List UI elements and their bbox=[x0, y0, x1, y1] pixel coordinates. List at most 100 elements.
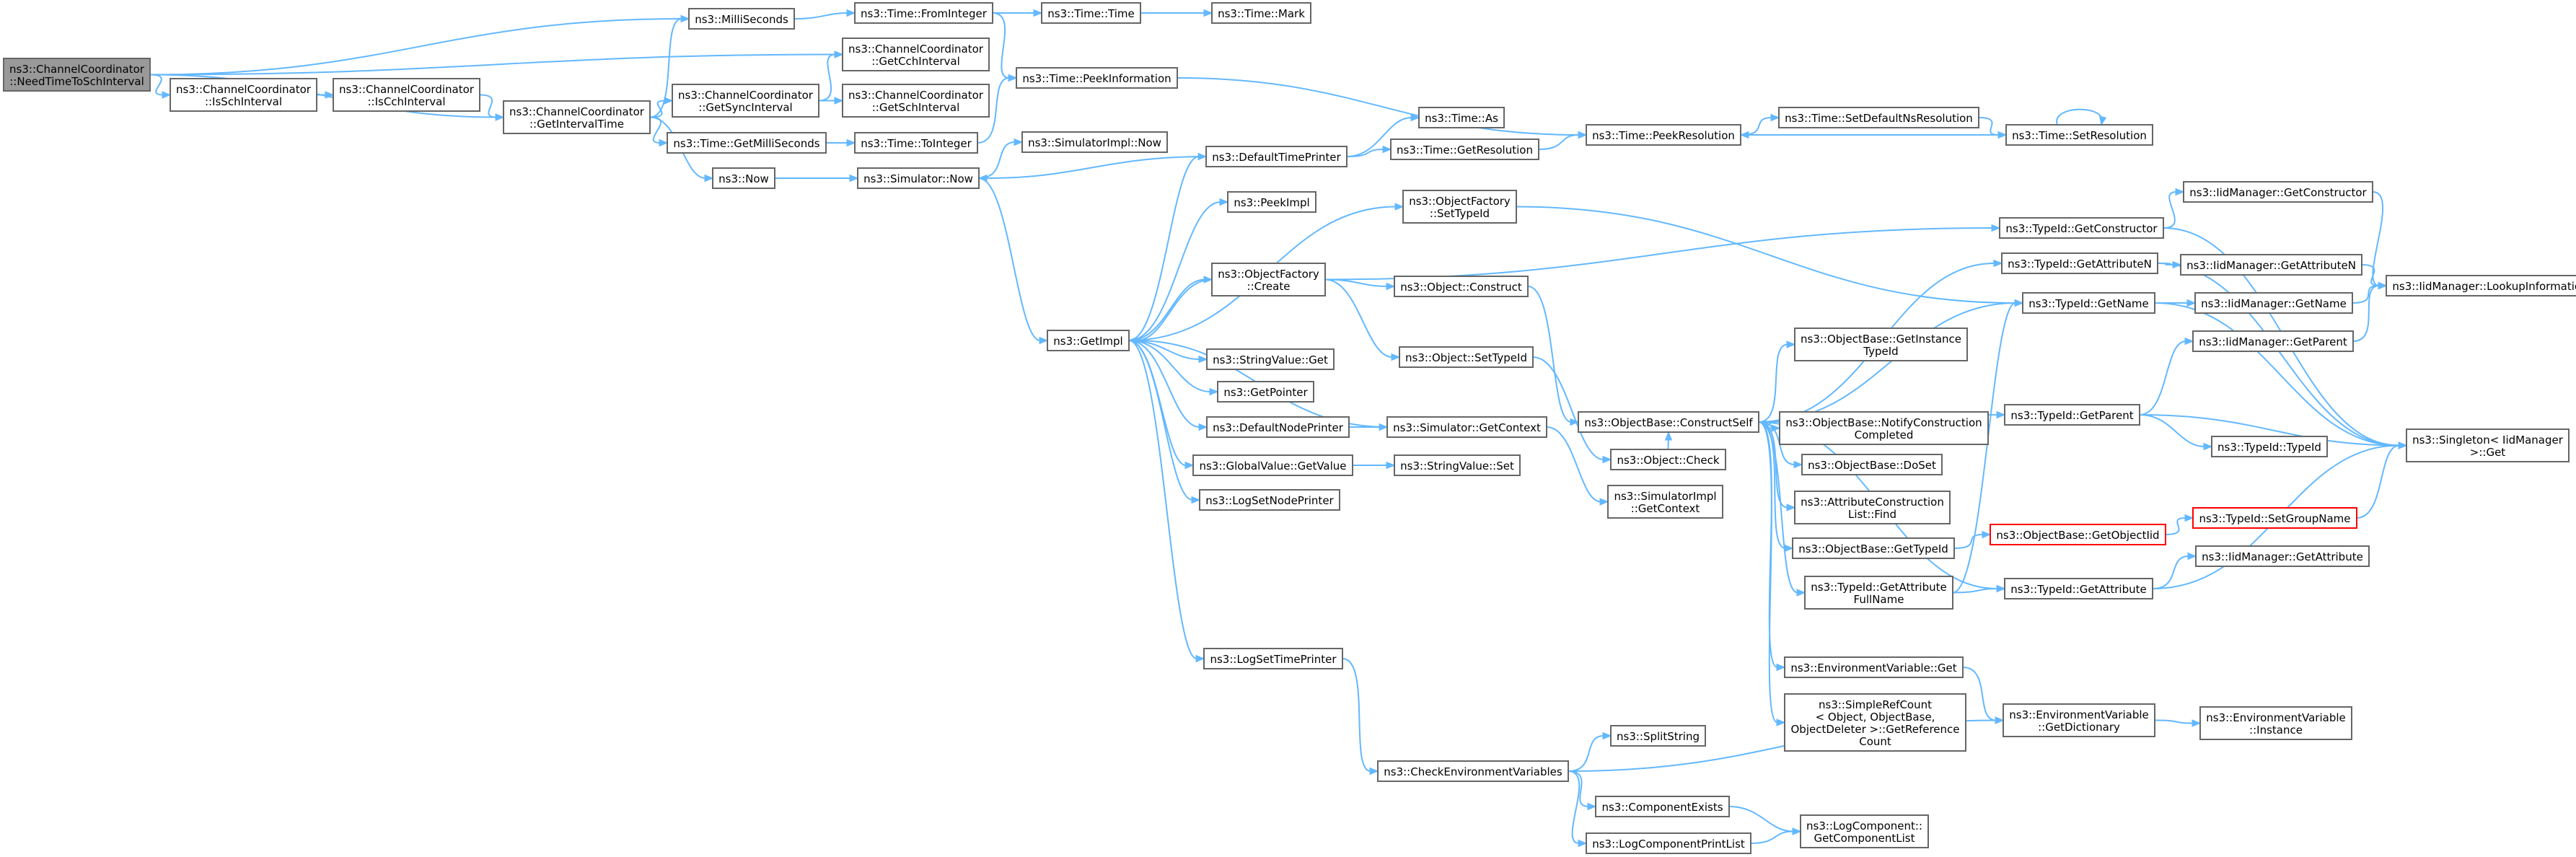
edge-arrowhead bbox=[1386, 282, 1396, 291]
node-getSch[interactable]: ns3::ChannelCoordinator::GetSchInterval bbox=[842, 84, 990, 118]
node-compExists[interactable]: ns3::ComponentExists bbox=[1595, 796, 1730, 817]
node-obGetObjTid[interactable]: ns3::ObjectBase::GetObjectIid bbox=[1990, 524, 2166, 545]
node-label: ns3::Time::SetResolution bbox=[2012, 129, 2147, 142]
edge-arrowhead bbox=[162, 91, 172, 99]
node-getRes[interactable]: ns3::Time::GetResolution bbox=[1390, 139, 1539, 160]
node-label: ns3::ObjectBase::DoSet bbox=[1808, 459, 1936, 472]
node-root[interactable]: ns3::ChannelCoordinator::NeedTimeToSchIn… bbox=[3, 58, 151, 92]
node-obGetTid[interactable]: ns3::ObjectBase::GetTypeId bbox=[1792, 537, 1955, 559]
node-iidGetName[interactable]: ns3::IidManager::GetName bbox=[2194, 292, 2353, 314]
node-getCch[interactable]: ns3::ChannelCoordinator::GetCchInterval bbox=[842, 38, 990, 71]
node-getInterval[interactable]: ns3::ChannelCoordinator::GetIntervalTime bbox=[503, 100, 651, 134]
edge-arrowhead bbox=[704, 174, 714, 183]
node-box bbox=[854, 132, 978, 154]
node-isCch[interactable]: ns3::ChannelCoordinator::IsCchInterval bbox=[333, 78, 480, 112]
node-box bbox=[2003, 703, 2155, 737]
node-label: ::GetIntervalTime bbox=[529, 118, 624, 131]
node-tidGetParent[interactable]: ns3::TypeId::GetParent bbox=[2004, 404, 2140, 426]
node-objConstruct[interactable]: ns3::Object::Construct bbox=[1394, 276, 1529, 297]
node-objSetType[interactable]: ns3::Object::SetTypeId bbox=[1399, 346, 1534, 368]
edge-line bbox=[1177, 77, 1580, 136]
node-setDefNs[interactable]: ns3::Time::SetDefaultNsResolution bbox=[1778, 107, 1979, 128]
node-objFacCreate[interactable]: ns3::ObjectFactory::Create bbox=[1211, 263, 1326, 296]
node-defNodePrinter[interactable]: ns3::DefaultNodePrinter bbox=[1206, 416, 1350, 438]
node-iidGetParent[interactable]: ns3::IidManager::GetParent bbox=[2192, 330, 2354, 352]
node-box bbox=[1203, 648, 1343, 669]
node-singletonGet[interactable]: ns3::Singleton< IidManager>::Get bbox=[2406, 428, 2570, 462]
node-peekInfo[interactable]: ns3::Time::PeekInformation bbox=[1016, 67, 1178, 89]
node-obNotify[interactable]: ns3::ObjectBase::NotifyConstructionCompl… bbox=[1779, 411, 1989, 445]
node-objFacSetType[interactable]: ns3::ObjectFactory::SetTypeId bbox=[1402, 190, 1517, 224]
node-envGetDict[interactable]: ns3::EnvironmentVariable::GetDictionary bbox=[2003, 703, 2155, 737]
edge-defTimePrinter-getRes bbox=[1346, 145, 1392, 157]
node-tidSetGroup[interactable]: ns3::TypeId::SetGroupName bbox=[2192, 507, 2357, 529]
node-strValGet[interactable]: ns3::StringValue::Get bbox=[1206, 348, 1335, 370]
edge-arrowhead bbox=[1369, 767, 1379, 775]
node-refCount[interactable]: ns3::SimpleRefCount< Object, ObjectBase,… bbox=[1784, 693, 1966, 752]
node-getMilli[interactable]: ns3::Time::GetMilliSeconds bbox=[667, 132, 827, 154]
node-envGet[interactable]: ns3::EnvironmentVariable::Get bbox=[1784, 656, 1964, 678]
node-label: ns3::IidManager::LookupInformation bbox=[2392, 280, 2576, 293]
node-label: List::Find bbox=[1848, 508, 1896, 521]
node-logSetTime[interactable]: ns3::LogSetTimePrinter bbox=[1203, 648, 1343, 669]
node-peekImpl[interactable]: ns3::PeekImpl bbox=[1227, 191, 1316, 213]
node-simImplNow[interactable]: ns3::SimulatorImpl::Now bbox=[1021, 131, 1168, 153]
node-tidGetName[interactable]: ns3::TypeId::GetName bbox=[2022, 292, 2155, 314]
node-box bbox=[1794, 328, 1968, 361]
node-checkEnv[interactable]: ns3::CheckEnvironmentVariables bbox=[1377, 760, 1569, 782]
node-tidGetAttrN[interactable]: ns3::TypeId::GetAttributeN bbox=[2001, 252, 2158, 274]
node-obDoSet[interactable]: ns3::ObjectBase::DoSet bbox=[1801, 454, 1943, 475]
edge-line bbox=[2356, 444, 2400, 519]
node-tidTypeId[interactable]: ns3::TypeId::TypeId bbox=[2211, 436, 2328, 457]
edge-iidGetCtor-iidLookup bbox=[2372, 191, 2388, 290]
node-envInstance[interactable]: ns3::EnvironmentVariable::Instance bbox=[2199, 706, 2352, 740]
node-box bbox=[1999, 217, 2164, 239]
node-label: ns3::SimulatorImpl::Now bbox=[1028, 136, 1161, 149]
node-getImpl[interactable]: ns3::GetImpl bbox=[1047, 330, 1130, 351]
node-getSync[interactable]: ns3::ChannelCoordinator::GetSyncInterval bbox=[672, 84, 819, 118]
node-tidGetCtor[interactable]: ns3::TypeId::GetConstructor bbox=[1999, 217, 2164, 239]
node-box bbox=[1227, 191, 1316, 213]
node-tidGetAttr[interactable]: ns3::TypeId::GetAttribute bbox=[2004, 578, 2153, 599]
node-now[interactable]: ns3::Now bbox=[712, 167, 775, 189]
edge-line bbox=[1346, 149, 1384, 157]
node-timeAs[interactable]: ns3::Time::As bbox=[1418, 107, 1505, 128]
node-fromInt[interactable]: ns3::Time::FromInteger bbox=[854, 2, 993, 24]
node-logCompGet[interactable]: ns3::LogComponent::GetComponentList bbox=[1800, 814, 1929, 848]
node-iidLookup[interactable]: ns3::IidManager::LookupInformation bbox=[2386, 275, 2576, 296]
edge-arrowhead bbox=[1776, 718, 1786, 726]
edge-compExists-logCompGet bbox=[1728, 806, 1802, 835]
node-toInt[interactable]: ns3::Time::ToInteger bbox=[854, 132, 978, 154]
edge-arrowhead bbox=[1796, 589, 1806, 597]
node-logSetNode[interactable]: ns3::LogSetNodePrinter bbox=[1199, 489, 1340, 511]
node-splitStr[interactable]: ns3::SplitString bbox=[1610, 725, 1706, 747]
edge-isSch-isCch bbox=[317, 91, 335, 99]
edge-tidGetAttrFull-tidGetAttr bbox=[1952, 584, 2006, 594]
node-simNow[interactable]: ns3::Simulator::Now bbox=[857, 167, 980, 189]
node-isSch[interactable]: ns3::ChannelCoordinator::IsSchInterval bbox=[170, 78, 317, 112]
node-logCompPrint[interactable]: ns3::LogComponentPrintList bbox=[1586, 832, 1751, 854]
node-strValSet[interactable]: ns3::StringValue::Set bbox=[1394, 454, 1521, 476]
edge-arrowhead bbox=[1198, 423, 1208, 431]
node-peekRes[interactable]: ns3::Time::PeekResolution bbox=[1586, 124, 1741, 146]
edge-arrowhead bbox=[1410, 113, 1420, 122]
node-globValGet[interactable]: ns3::GlobalValue::GetValue bbox=[1192, 454, 1353, 476]
node-setRes[interactable]: ns3::Time::SetResolution bbox=[2005, 124, 2153, 146]
node-timeTime[interactable]: ns3::Time::Time bbox=[1041, 2, 1141, 24]
node-objCheck[interactable]: ns3::Object::Check bbox=[1610, 449, 1726, 470]
node-timeMark[interactable]: ns3::Time::Mark bbox=[1211, 2, 1311, 24]
node-constructSelf[interactable]: ns3::ObjectBase::ConstructSelf bbox=[1578, 411, 1759, 433]
node-iidGetAttr[interactable]: ns3::IidManager::GetAttribute bbox=[2195, 545, 2370, 567]
node-milli[interactable]: ns3::MilliSeconds bbox=[688, 8, 795, 30]
node-getPointer[interactable]: ns3::GetPointer bbox=[1217, 381, 1314, 403]
node-simImplCtx[interactable]: ns3::SimulatorImpl::GetContext bbox=[1607, 485, 1723, 519]
edge-line bbox=[818, 53, 836, 102]
node-iidGetCtor[interactable]: ns3::IidManager::GetConstructor bbox=[2183, 181, 2373, 203]
node-label: ns3::LogComponentPrintList bbox=[1592, 838, 1745, 851]
node-simGetCtx[interactable]: ns3::Simulator::GetContext bbox=[1386, 416, 1547, 438]
node-iidGetAttrN[interactable]: ns3::IidManager::GetAttributeN bbox=[2180, 254, 2362, 276]
node-defTimePrinter[interactable]: ns3::DefaultTimePrinter bbox=[1205, 146, 1348, 167]
